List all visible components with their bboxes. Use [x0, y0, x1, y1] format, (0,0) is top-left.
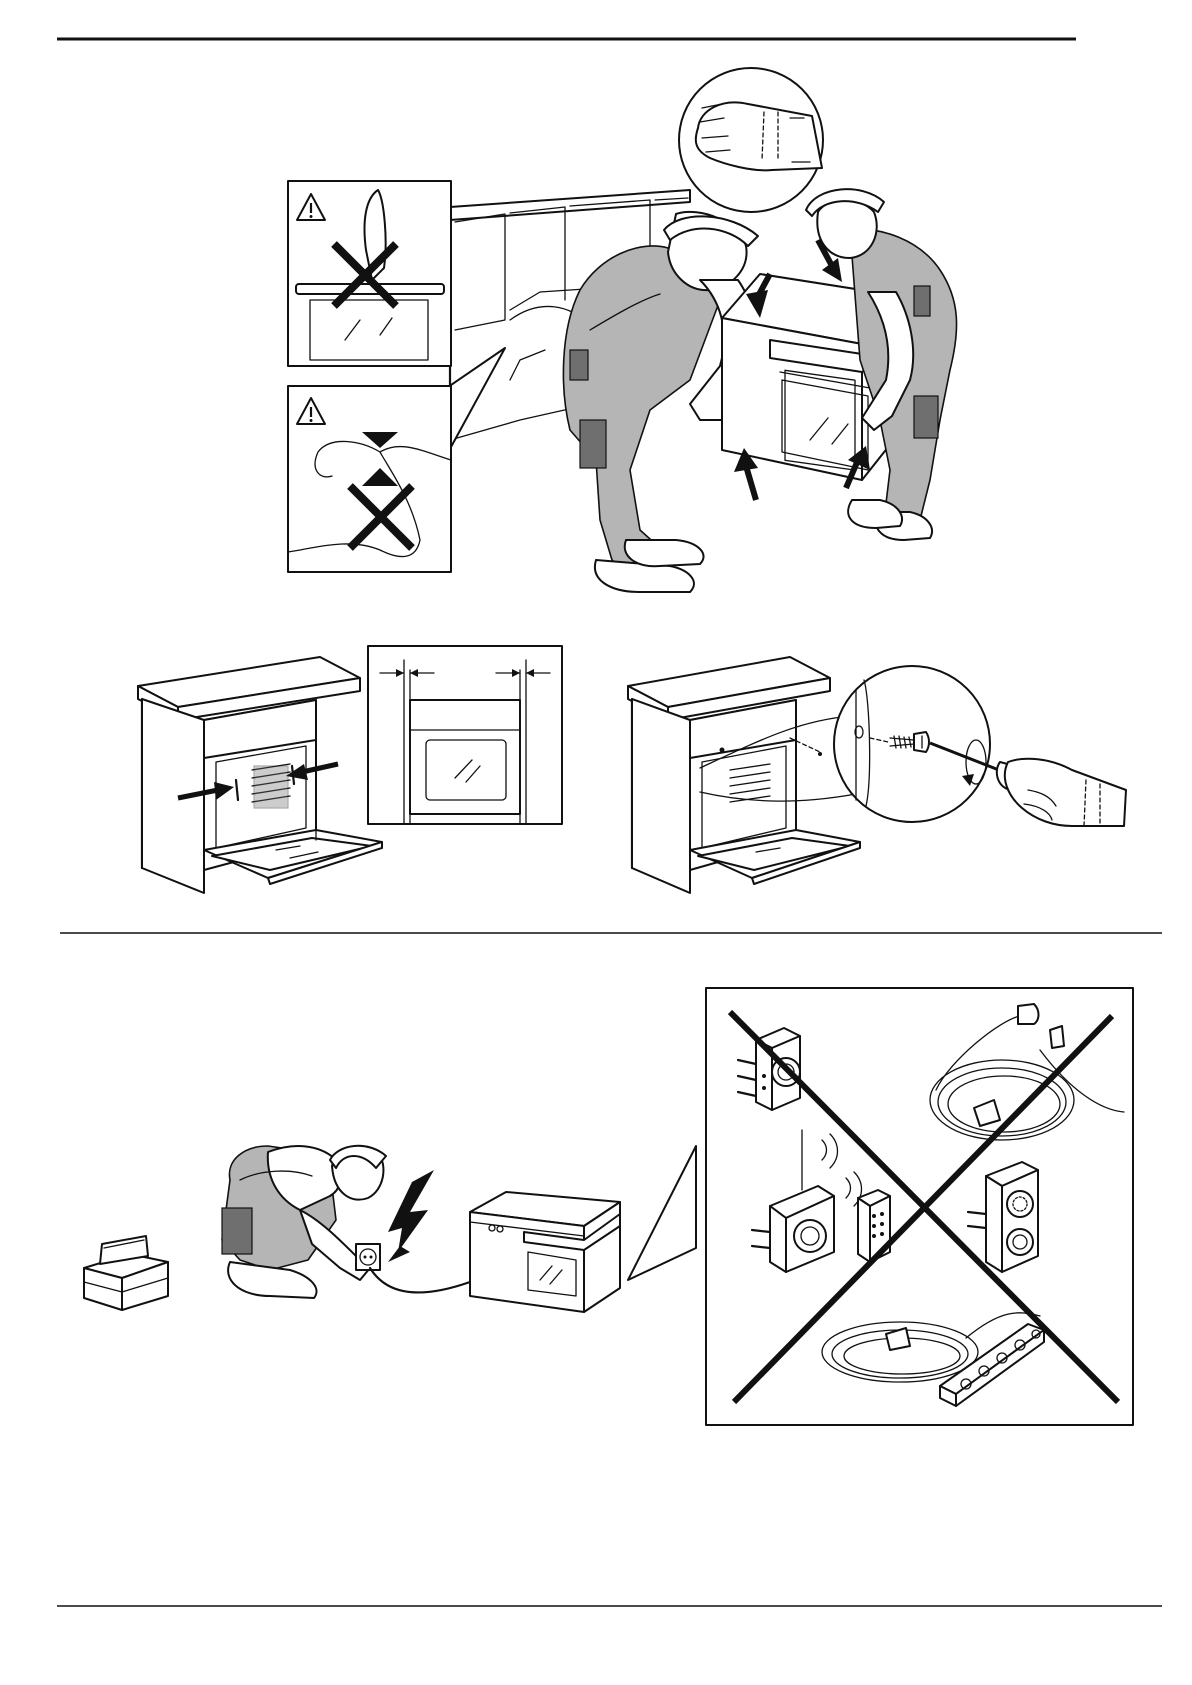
warning-no-pinch-cable — [288, 348, 505, 572]
figure-fixing-screw — [628, 657, 1126, 893]
lightning-icon — [388, 1170, 434, 1262]
hand-with-glove — [1005, 759, 1126, 826]
toolbox-icon — [84, 1236, 168, 1310]
electrician-kneeling — [222, 1146, 386, 1298]
figure-lifting-oven — [288, 68, 957, 592]
figure-electrical-connection — [84, 1146, 696, 1312]
warning-no-handle-lift — [288, 181, 451, 366]
gloves-callout — [679, 68, 823, 212]
socket-icon — [356, 1244, 380, 1270]
gap-detail-box — [368, 646, 562, 824]
oven-rack-lines — [252, 764, 290, 808]
figure-fitting-oven — [138, 646, 562, 893]
figure-no-adapters — [706, 988, 1133, 1425]
oven-connected — [470, 1192, 620, 1312]
